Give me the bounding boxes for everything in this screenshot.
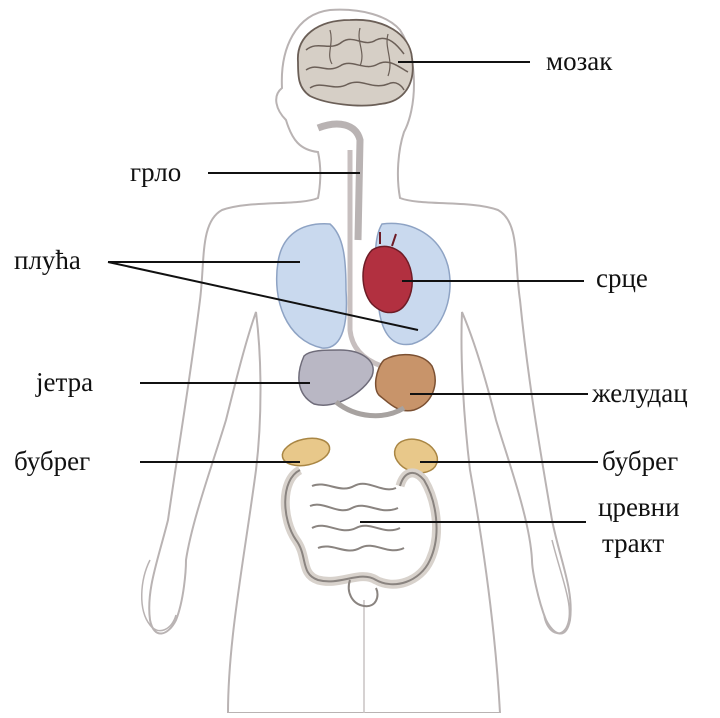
label-liver: јетра	[36, 369, 93, 396]
label-stomach: желудац	[592, 380, 688, 407]
label-brain: мозак	[546, 48, 612, 75]
label-throat: грло	[130, 159, 181, 186]
label-heart: срце	[596, 265, 648, 292]
label-intestine-line1: цревни	[598, 494, 680, 521]
label-intestine-line2: тракт	[602, 530, 664, 557]
leader-lungs-2	[108, 262, 418, 330]
label-lungs: плућа	[14, 247, 81, 274]
label-kidney-left: бубрег	[14, 448, 90, 475]
label-kidney-right: бубрег	[602, 448, 678, 475]
